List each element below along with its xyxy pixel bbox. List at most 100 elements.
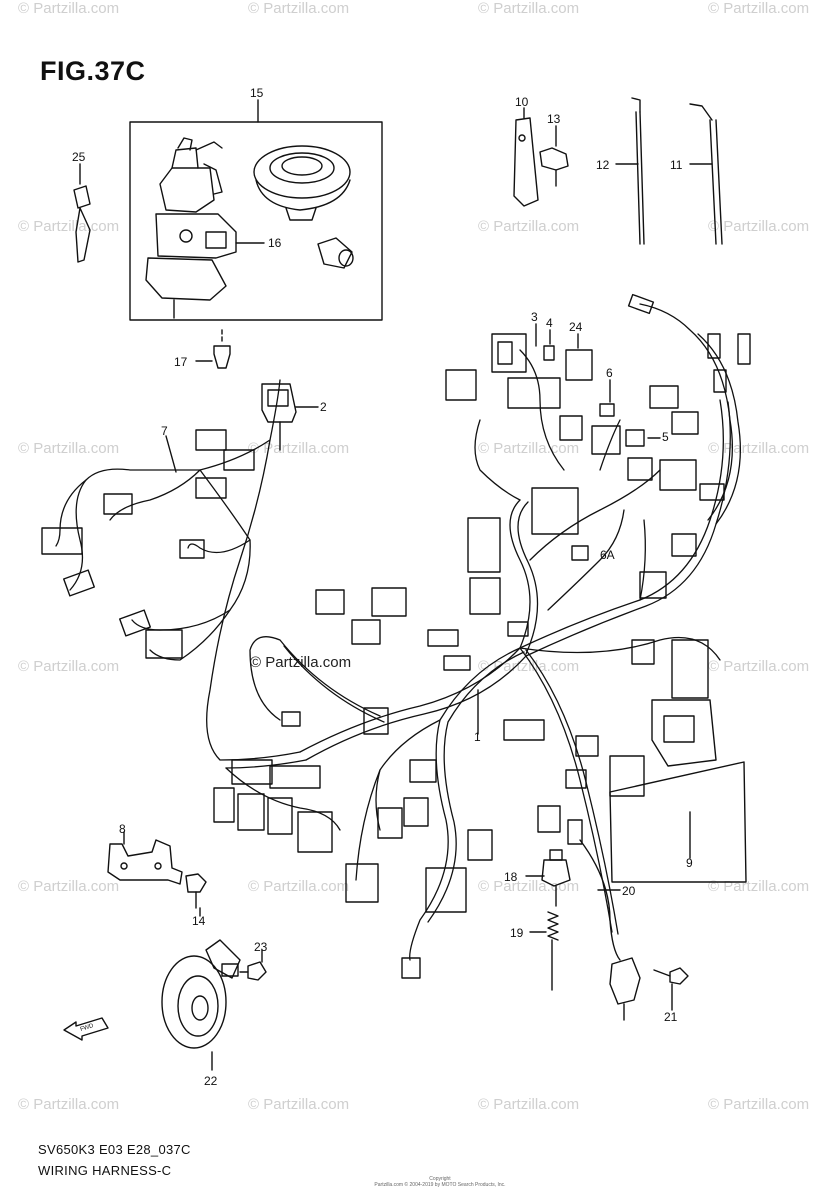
harness-clamp[interactable] (363, 707, 389, 735)
connector[interactable] (565, 769, 587, 789)
callout-5[interactable]: 5 (662, 430, 669, 444)
connector[interactable] (443, 655, 471, 671)
label-plate-9-part[interactable] (609, 761, 747, 883)
callout-19[interactable]: 19 (510, 926, 524, 940)
connector-cluster[interactable] (231, 759, 273, 785)
connector[interactable] (119, 609, 151, 637)
callout-6[interactable]: 6 (606, 366, 613, 380)
connector[interactable] (351, 619, 381, 645)
callout-22[interactable]: 22 (204, 1074, 218, 1088)
callout-25[interactable]: 25 (72, 150, 86, 164)
connector-3-part[interactable] (491, 333, 527, 373)
connector[interactable] (345, 863, 379, 903)
sensor-20-part[interactable] (579, 839, 641, 1021)
callout-10[interactable]: 10 (515, 95, 529, 109)
regulator-part[interactable] (651, 699, 717, 767)
connector[interactable] (649, 385, 679, 409)
callout-21[interactable]: 21 (664, 1010, 678, 1024)
connector[interactable] (267, 797, 293, 835)
connector[interactable] (195, 429, 227, 451)
key-part[interactable] (73, 185, 91, 263)
connector[interactable] (671, 533, 697, 557)
connector[interactable] (237, 793, 265, 831)
callout-12[interactable]: 12 (596, 158, 610, 172)
bolt-23-part[interactable] (239, 961, 267, 981)
connector[interactable] (63, 569, 95, 597)
connector[interactable] (223, 449, 255, 471)
connector[interactable] (627, 293, 655, 315)
connector-2-part[interactable] (261, 383, 297, 451)
callout-3[interactable]: 3 (531, 310, 538, 324)
callout-11[interactable]: 11 (670, 158, 683, 172)
connector-large[interactable] (469, 577, 501, 615)
callout-14[interactable]: 14 (192, 914, 206, 928)
connector[interactable] (213, 787, 235, 823)
connector[interactable] (671, 411, 699, 435)
relay-box[interactable] (531, 487, 579, 535)
horn-part[interactable] (161, 939, 241, 1049)
callout-18[interactable]: 18 (504, 870, 518, 884)
callout-15[interactable]: 15 (250, 86, 264, 100)
connector[interactable] (409, 759, 437, 783)
callout-2[interactable]: 2 (320, 400, 327, 414)
spring-19-part[interactable] (547, 911, 559, 991)
bracket-8-part[interactable] (107, 839, 183, 885)
connector[interactable] (625, 429, 645, 447)
sub-harness-7-part[interactable] (55, 439, 271, 661)
terminal-6a-part[interactable] (571, 545, 589, 561)
connector[interactable] (41, 527, 83, 555)
switch-18-part[interactable] (541, 849, 571, 907)
connector[interactable] (371, 587, 407, 617)
connector[interactable] (467, 829, 493, 861)
callout-24[interactable]: 24 (569, 320, 583, 334)
connector[interactable] (195, 477, 227, 499)
screw-17-part[interactable] (213, 329, 231, 369)
connector[interactable] (281, 711, 301, 727)
connector[interactable] (445, 369, 477, 401)
connector-large[interactable] (467, 517, 501, 573)
connector[interactable] (567, 819, 583, 845)
connector-cluster[interactable] (507, 377, 561, 409)
bolt-14-part[interactable] (185, 873, 207, 909)
connector[interactable] (145, 629, 183, 659)
terminal-6-part[interactable] (599, 403, 615, 417)
fuel-cap-part[interactable] (253, 145, 351, 221)
connector[interactable] (591, 425, 621, 455)
callout-13[interactable]: 13 (547, 112, 561, 126)
terminal-4-part[interactable] (543, 345, 555, 361)
connector[interactable] (103, 493, 133, 515)
connector[interactable] (627, 457, 653, 481)
connector[interactable] (503, 719, 545, 741)
ignition-switch-part[interactable] (145, 137, 237, 319)
main-harness-part[interactable] (206, 303, 741, 961)
connector[interactable] (699, 483, 725, 501)
cable-tie-11-part[interactable] (689, 103, 723, 245)
callout-6a[interactable]: 6A (600, 548, 615, 562)
connector[interactable] (559, 415, 583, 441)
connector[interactable] (737, 333, 751, 365)
connector[interactable] (315, 589, 345, 615)
connector[interactable] (631, 639, 655, 665)
clamp-10-part[interactable] (513, 117, 539, 207)
cable-tie-12-part[interactable] (631, 97, 645, 245)
connector[interactable] (179, 539, 205, 559)
connector[interactable] (707, 333, 721, 359)
connector-cluster[interactable] (425, 867, 467, 913)
connector-cluster[interactable] (269, 765, 321, 789)
connector[interactable] (537, 805, 561, 833)
relay-24-part[interactable] (565, 349, 593, 381)
connector[interactable] (401, 957, 421, 979)
callout-8[interactable]: 8 (119, 822, 126, 836)
connector[interactable] (507, 621, 529, 637)
connector[interactable] (713, 369, 727, 393)
connector[interactable] (639, 571, 667, 599)
connector[interactable] (377, 807, 403, 839)
connector-large[interactable] (671, 639, 709, 699)
callout-1[interactable]: 1 (474, 730, 481, 744)
callout-9[interactable]: 9 (686, 856, 693, 870)
callout-7[interactable]: 7 (161, 424, 168, 438)
callout-23[interactable]: 23 (254, 940, 268, 954)
callout-4[interactable]: 4 (546, 316, 553, 330)
connector[interactable] (609, 755, 645, 797)
lock-cylinder-part[interactable] (317, 237, 354, 269)
